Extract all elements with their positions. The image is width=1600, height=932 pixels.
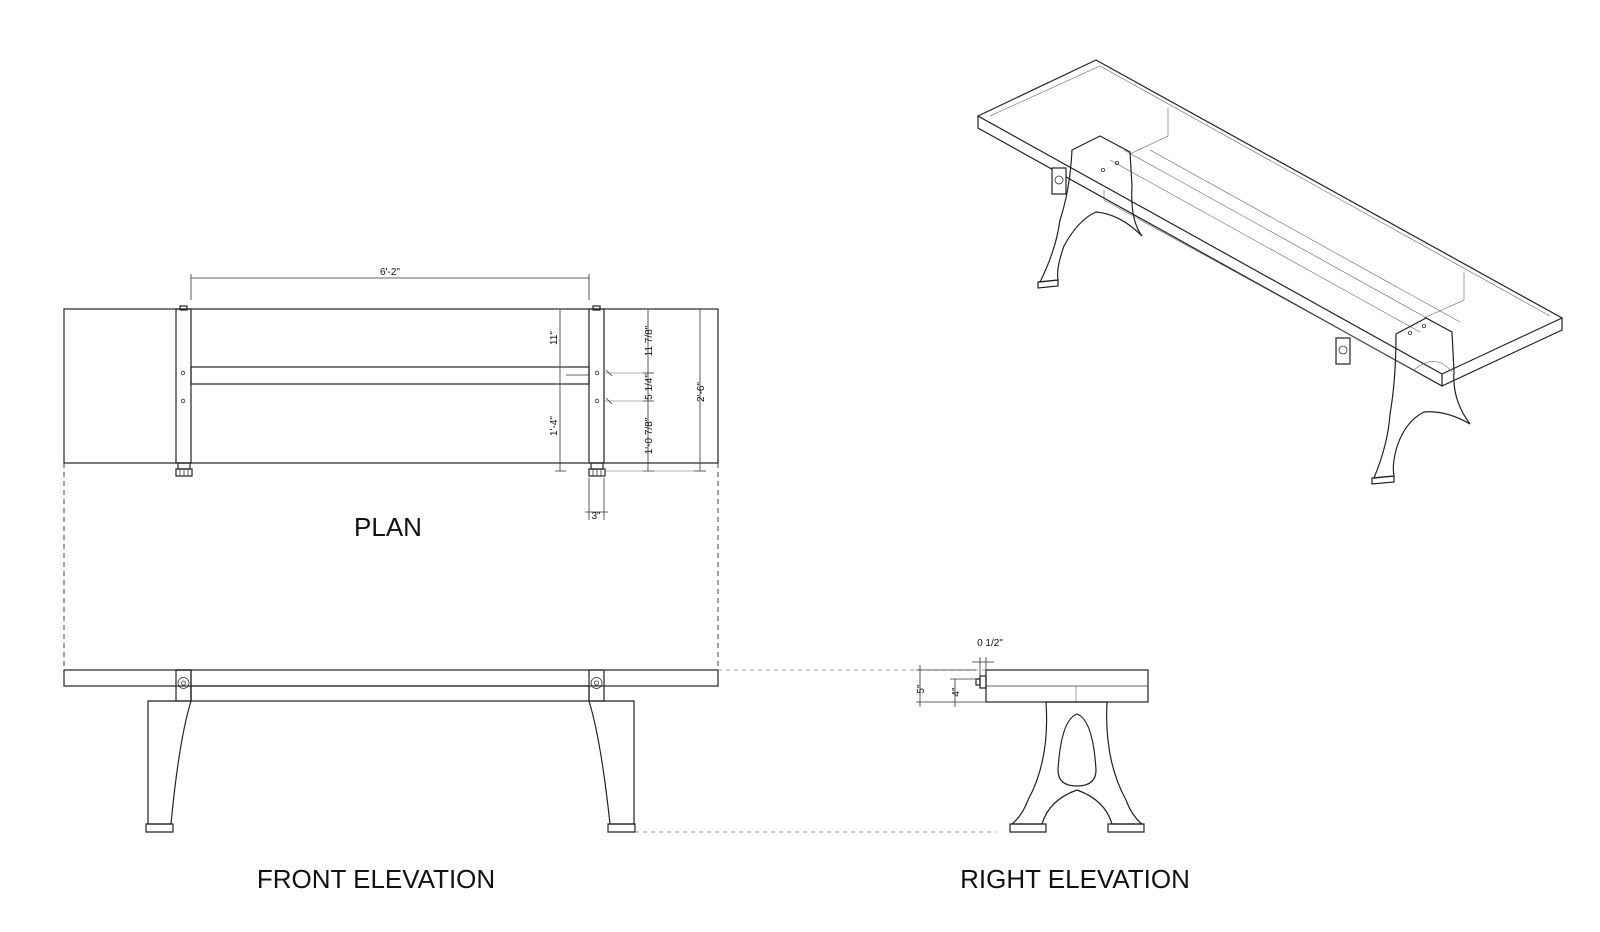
- right-bracket: [979, 675, 987, 689]
- plan-bolt-hole: [180, 398, 186, 404]
- iso-front-bolt: [1338, 345, 1348, 355]
- dim-chain-beam: 11" 1'-4": [549, 308, 589, 472]
- iso-tabletop-front-edge: [977, 116, 1443, 388]
- plan-bolt-hole: [594, 370, 600, 376]
- plan-tabletop-outline: [63, 308, 719, 464]
- front-right-leg-head: [588, 669, 605, 702]
- dim-leg-width-label: 3": [591, 511, 601, 522]
- iso-beam-end: [1129, 108, 1169, 155]
- right-elevation-title: RIGHT ELEVATION: [960, 864, 1190, 894]
- plan-bolt-hole: [594, 398, 600, 404]
- iso-front-bracket: [1335, 337, 1351, 365]
- front-right-leg: [588, 700, 635, 825]
- iso-hidden-edge: [989, 65, 1551, 317]
- plan-leg-cap: [592, 305, 601, 311]
- dim-chain-bolts: 11 7/8" 5 1/4" 1'-0 7/8": [604, 308, 655, 472]
- dim-total-thickness: 5": [916, 684, 927, 694]
- iso-back-bracket: [1051, 167, 1067, 195]
- iso-back-leg: [1038, 135, 1143, 283]
- dim-bolt-to-front: 1'-0 7/8": [644, 417, 655, 454]
- iso-beam-line: [1123, 149, 1435, 323]
- dim-leg-spacing: 6'-2": [190, 267, 590, 300]
- right-leg-frame: [1010, 701, 1144, 825]
- iso-front-bolt-hole: [1408, 330, 1413, 335]
- iso-beam-line: [1109, 159, 1421, 333]
- iso-back-bolt-hole: [1101, 167, 1106, 172]
- front-right-bolt: [590, 677, 603, 689]
- right-elevation-view: 0 1/2" 5" 4" RIGHT ELEVATION: [916, 638, 1190, 894]
- right-leg-foot-left: [1009, 823, 1047, 833]
- iso-tabletop-side-edge: [1441, 318, 1563, 387]
- dim-depth: 2'-6": [604, 308, 718, 472]
- front-left-foot: [145, 823, 174, 833]
- front-tabletop: [63, 669, 719, 687]
- plan-bolt-hardware-left: [175, 462, 193, 477]
- iso-front-leg: [1373, 317, 1471, 479]
- front-left-bolt: [177, 677, 190, 689]
- iso-front-leg-foot: [1371, 475, 1395, 485]
- dim-beam-to-front: 1'-4": [549, 416, 560, 436]
- dim-top-thickness: 4": [951, 687, 962, 697]
- front-left-leg-head: [175, 669, 192, 702]
- dim-leg-width: 3": [585, 478, 608, 522]
- iso-front-leg-contour: [1413, 361, 1453, 373]
- plan-leg-cap: [179, 305, 188, 311]
- iso-tabletop-top: [976, 59, 1564, 375]
- iso-beam-lower: [1103, 190, 1415, 371]
- dim-depth-label: 2'-6": [696, 382, 707, 402]
- plan-bolt-hardware-right: [588, 462, 606, 477]
- iso-front-bolt-hole: [1422, 323, 1427, 328]
- iso-back-bolt: [1054, 175, 1064, 185]
- plan-title: PLAN: [354, 512, 422, 542]
- iso-beam-end: [1423, 272, 1465, 319]
- front-center-beam: [190, 685, 590, 702]
- front-elevation-view: FRONT ELEVATION: [63, 669, 719, 894]
- right-bracket-bolt: [975, 678, 981, 686]
- plan-view: 6'-2" 11" 1'-4" 11 7/8" 5 1/4" 1': [63, 267, 719, 542]
- iso-back-leg-foot: [1037, 279, 1059, 289]
- plan-bolt-hole: [180, 370, 186, 376]
- dim-leg-spacing-label: 6'-2": [380, 267, 400, 278]
- dim-offset-label: 0 1/2": [977, 638, 1003, 649]
- front-elevation-title: FRONT ELEVATION: [257, 864, 495, 894]
- plan-center-beam: [190, 366, 590, 385]
- plan-left-leg: [175, 308, 192, 464]
- isometric-view: [976, 59, 1564, 485]
- dim-top-to-beam: 11": [549, 331, 560, 345]
- plan-right-leg: [588, 308, 605, 464]
- iso-beam-line: [1149, 149, 1461, 323]
- front-right-bolt-center: [594, 680, 599, 686]
- dim-right-elevation: 0 1/2" 5" 4": [916, 638, 1003, 707]
- right-leg-foot-right: [1107, 823, 1145, 833]
- front-right-foot: [607, 823, 636, 833]
- right-leg-cutout: [1057, 713, 1097, 787]
- front-left-leg: [147, 669, 192, 825]
- front-left-bolt-center: [181, 680, 186, 686]
- iso-back-bolt-hole: [1115, 160, 1120, 165]
- dim-top-to-bolt: 11 7/8": [644, 325, 655, 356]
- dim-bolt-spacing: 5 1/4": [644, 374, 655, 400]
